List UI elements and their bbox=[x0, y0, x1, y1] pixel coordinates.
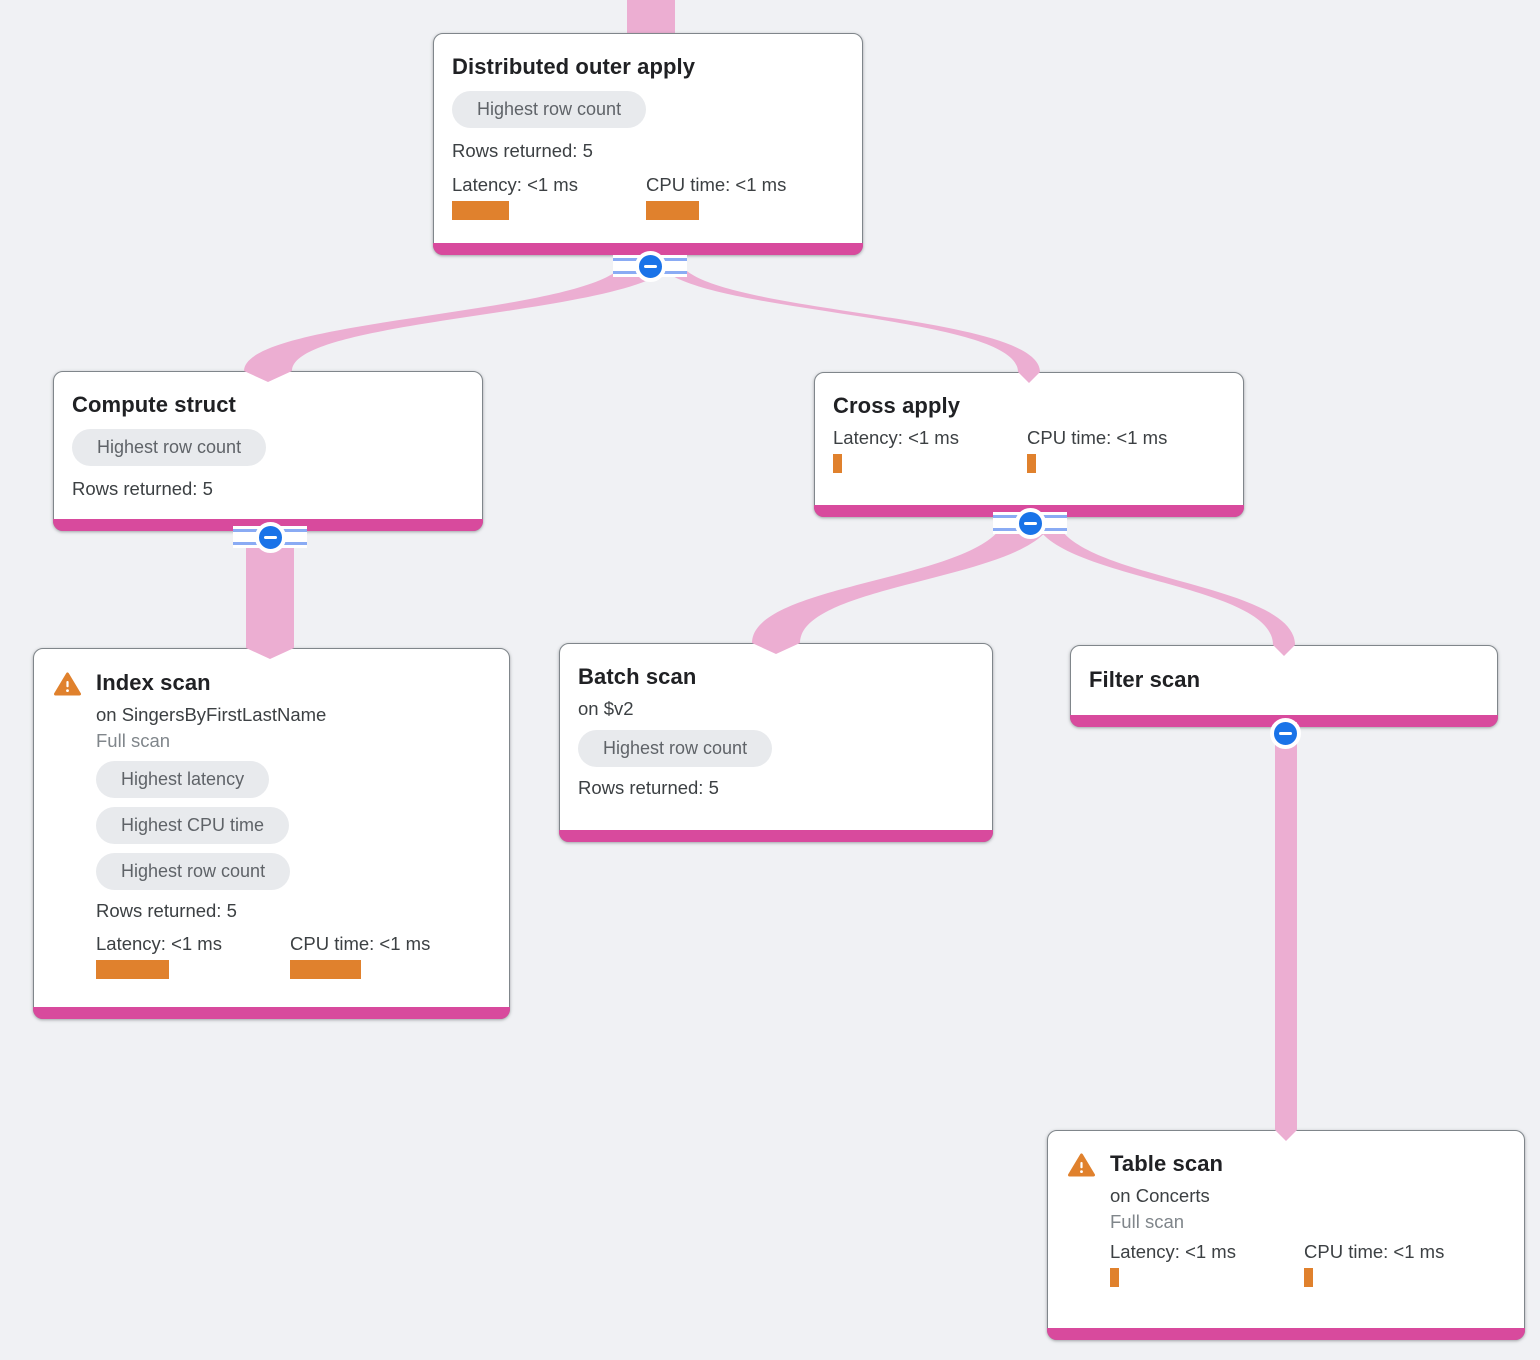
cpu-time-label: CPU time: <1 ms bbox=[1027, 427, 1168, 448]
cpu-time-bar bbox=[1027, 454, 1036, 473]
rows-returned: Rows returned: 5 bbox=[72, 478, 213, 499]
node-table-scan[interactable]: Table scan on Concerts Full scan Latency… bbox=[1047, 1130, 1525, 1340]
warning-icon bbox=[1068, 1153, 1095, 1177]
node-accent-bar bbox=[433, 243, 863, 255]
scan-type: Full scan bbox=[1110, 1211, 1185, 1232]
cpu-time-label: CPU time: <1 ms bbox=[290, 933, 431, 954]
latency-bar bbox=[1110, 1268, 1119, 1287]
cpu-time-label: CPU time: <1 ms bbox=[646, 174, 787, 195]
node-index-scan[interactable]: Index scan on SingersByFirstLastName Ful… bbox=[33, 648, 510, 1019]
latency-label: Latency: <1 ms bbox=[833, 427, 959, 448]
latency-label: Latency: <1 ms bbox=[96, 933, 222, 954]
cpu-time-bar bbox=[646, 201, 699, 220]
latency-bar bbox=[452, 201, 509, 220]
node-distributed-outer-apply[interactable]: Distributed outer apply Highest row coun… bbox=[433, 33, 863, 255]
collapse-minus-icon bbox=[635, 251, 666, 282]
cpu-time-label: CPU time: <1 ms bbox=[1304, 1241, 1445, 1262]
badge-highest-row-count: Highest row count bbox=[72, 429, 267, 466]
node-subtitle: on $v2 bbox=[578, 698, 634, 719]
rows-returned: Rows returned: 5 bbox=[578, 777, 719, 798]
latency-bar bbox=[833, 454, 842, 473]
link-distributed-outer-apply-to-compute-struct bbox=[244, 256, 674, 382]
badge-highest-row-count: Highest row count bbox=[578, 730, 773, 767]
link-cross-apply-to-filter-scan bbox=[1033, 512, 1295, 656]
node-cross-apply[interactable]: Cross apply Latency: <1 ms CPU time: <1 … bbox=[814, 372, 1244, 517]
node-accent-bar bbox=[33, 1007, 510, 1019]
node-title: Batch scan bbox=[578, 664, 697, 689]
node-title: Table scan bbox=[1110, 1151, 1224, 1176]
latency-label: Latency: <1 ms bbox=[1110, 1241, 1236, 1262]
cpu-time-bar bbox=[290, 960, 361, 979]
node-title: Filter scan bbox=[1089, 667, 1201, 692]
node-compute-struct[interactable]: Compute struct Highest row count Rows re… bbox=[53, 371, 483, 531]
node-title: Cross apply bbox=[833, 393, 961, 418]
node-subtitle: on SingersByFirstLastName bbox=[96, 704, 327, 725]
node-accent-bar bbox=[1047, 1328, 1525, 1340]
collapse-minus-icon bbox=[255, 522, 286, 553]
node-accent-bar bbox=[559, 830, 993, 842]
collapse-minus-icon bbox=[1270, 718, 1301, 749]
node-title: Distributed outer apply bbox=[452, 54, 696, 79]
node-subtitle: on Concerts bbox=[1110, 1185, 1210, 1206]
node-filter-scan[interactable]: Filter scan bbox=[1070, 645, 1498, 727]
link-filter-scan-to-table-scan bbox=[1275, 722, 1297, 1141]
rows-returned: Rows returned: 5 bbox=[96, 900, 237, 921]
collapse-minus-icon bbox=[1015, 508, 1046, 539]
badge-highest-row-count: Highest row count bbox=[452, 91, 647, 128]
node-title: Index scan bbox=[96, 670, 211, 695]
latency-label: Latency: <1 ms bbox=[452, 174, 578, 195]
badge-highest-row-count: Highest row count bbox=[96, 853, 291, 890]
rows-returned: Rows returned: 5 bbox=[452, 140, 593, 161]
scan-type: Full scan bbox=[96, 730, 171, 751]
warning-icon bbox=[54, 672, 81, 696]
cpu-time-bar bbox=[1304, 1268, 1313, 1287]
link-distributed-outer-apply-to-cross-apply bbox=[656, 256, 1040, 383]
node-title: Compute struct bbox=[72, 392, 236, 417]
latency-bar bbox=[96, 960, 169, 979]
node-batch-scan[interactable]: Batch scan on $v2 Highest row count Rows… bbox=[559, 643, 993, 842]
badge-highest-cpu-time: Highest CPU time bbox=[96, 807, 290, 844]
badge-highest-latency: Highest latency bbox=[96, 761, 270, 798]
